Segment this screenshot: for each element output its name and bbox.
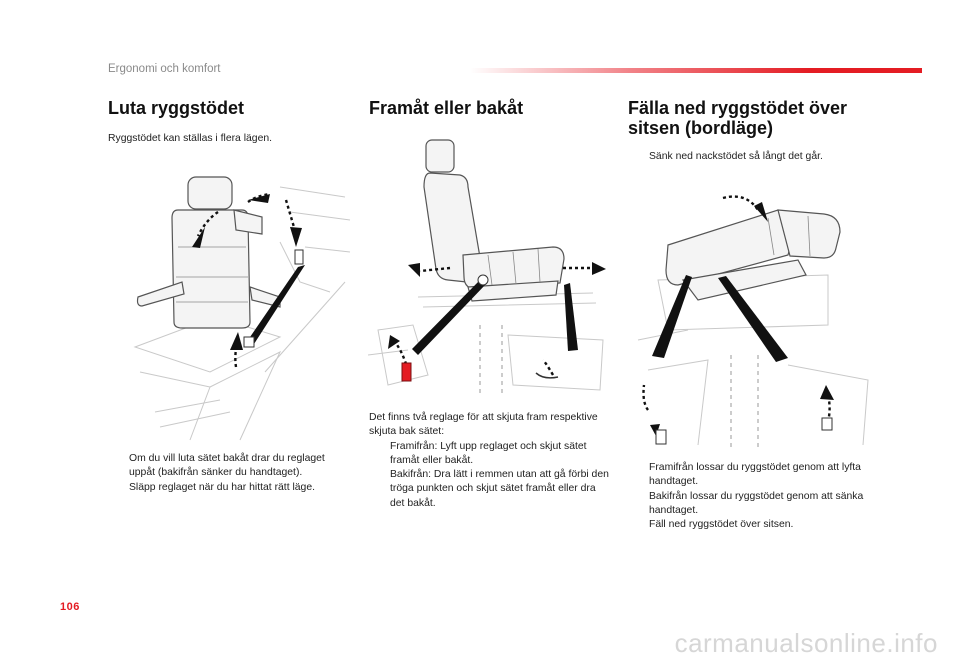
header-accent-bar: [470, 68, 922, 73]
seat-table-mode-illustration: [628, 180, 870, 452]
recline-intro: Ryggstödet kan ställas i flera lägen.: [108, 133, 273, 144]
table-mode-headrest-step: Sänk ned nackstödet så långt det går.: [649, 151, 823, 162]
column-recline: Luta ryggstödet Ryggstödet kan ställas i…: [108, 98, 353, 146]
table-mode-step-2: Bakifrån lossar du ryggstödet genom att …: [649, 490, 864, 516]
slide-intro: Det finns två reglage för att skjuta fra…: [369, 412, 598, 438]
table-mode-instructions: Framifrån lossar du ryggstödet genom att…: [628, 461, 868, 532]
page-number: 106: [60, 601, 80, 613]
recline-step-1: Om du vill luta sätet bakåt drar du regl…: [129, 453, 325, 479]
column-slide: Framåt eller bakåt: [369, 98, 609, 118]
table-mode-step-1: Framifrån lossar du ryggstödet genom att…: [649, 462, 861, 488]
recline-instructions: Om du vill luta sätet bakåt drar du regl…: [108, 452, 353, 495]
recline-step-2: Släpp reglaget när du har hittat rätt lä…: [129, 481, 315, 493]
slide-instructions: Det finns två reglage för att skjuta fra…: [369, 411, 609, 511]
slide-step-2: Bakifrån: Dra lätt i remmen utan att gå …: [390, 469, 609, 509]
table-mode-title: Fälla ned ryggstödet över sitsen (bordlä…: [628, 98, 848, 138]
slide-title: Framåt eller bakåt: [369, 98, 524, 118]
section-header: Ergonomi och komfort: [108, 63, 221, 75]
slide-step-1: Framifrån: Lyft upp reglaget och skjut s…: [390, 440, 587, 466]
table-mode-step-3: Fäll ned ryggstödet över sitsen.: [649, 519, 794, 531]
seat-slide-illustration: [368, 135, 610, 403]
watermark: carmanualsonline.info: [674, 628, 938, 658]
column-table-mode: Fälla ned ryggstödet över sitsen (bordlä…: [628, 98, 868, 164]
recline-title: Luta ryggstödet: [108, 98, 245, 118]
seat-recline-illustration: [130, 172, 352, 444]
